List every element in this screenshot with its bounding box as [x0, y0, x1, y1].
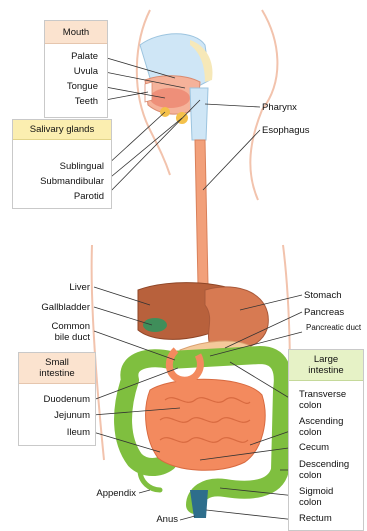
label-ascending-colon: Ascending colon	[299, 416, 357, 438]
tongue-shape	[150, 88, 190, 108]
label-esophagus: Esophagus	[262, 125, 310, 136]
label-submandibular: Submandibular	[14, 176, 104, 187]
label-parotid: Parotid	[14, 191, 104, 202]
mouth-group-title: Mouth	[45, 21, 107, 44]
label-cecum: Cecum	[299, 442, 329, 453]
label-anus: Anus	[120, 514, 178, 525]
salivary-glands-group-title: Salivary glands	[13, 120, 111, 140]
label-appendix: Appendix	[60, 488, 136, 499]
large-intestine-group-title: Large intestine	[289, 350, 363, 381]
label-sublingual: Sublingual	[14, 161, 104, 172]
label-pancreas: Pancreas	[304, 307, 344, 318]
label-jejunum: Jejunum	[20, 410, 90, 421]
label-palate: Palate	[46, 51, 98, 62]
label-ileum: Ileum	[20, 427, 90, 438]
label-sigmoid-colon: Sigmoid colon	[299, 486, 357, 508]
label-duodenum: Duodenum	[20, 394, 90, 405]
label-common-bile-duct: Common bile duct	[36, 321, 90, 343]
label-descending-colon: Descending colon	[299, 459, 361, 481]
label-gallbladder: Gallbladder	[10, 302, 90, 313]
label-pancreatic-duct: Pancreatic duct	[306, 323, 362, 332]
label-teeth: Teeth	[46, 96, 98, 107]
label-uvula: Uvula	[46, 66, 98, 77]
rectum-shape	[190, 490, 208, 518]
label-stomach: Stomach	[304, 290, 342, 301]
esophagus-tube	[195, 140, 208, 285]
label-pharynx: Pharynx	[262, 102, 297, 113]
label-rectum: Rectum	[299, 513, 332, 524]
small-intestine-shape	[146, 379, 266, 470]
label-tongue: Tongue	[46, 81, 98, 92]
label-transverse-colon: Transverse colon	[299, 389, 357, 411]
gallbladder-shape	[143, 318, 167, 332]
stomach-shape	[205, 287, 268, 350]
label-liver: Liver	[20, 282, 90, 293]
small-intestine-group-title: Small intestine	[19, 353, 95, 384]
pharynx-shape	[190, 88, 208, 140]
